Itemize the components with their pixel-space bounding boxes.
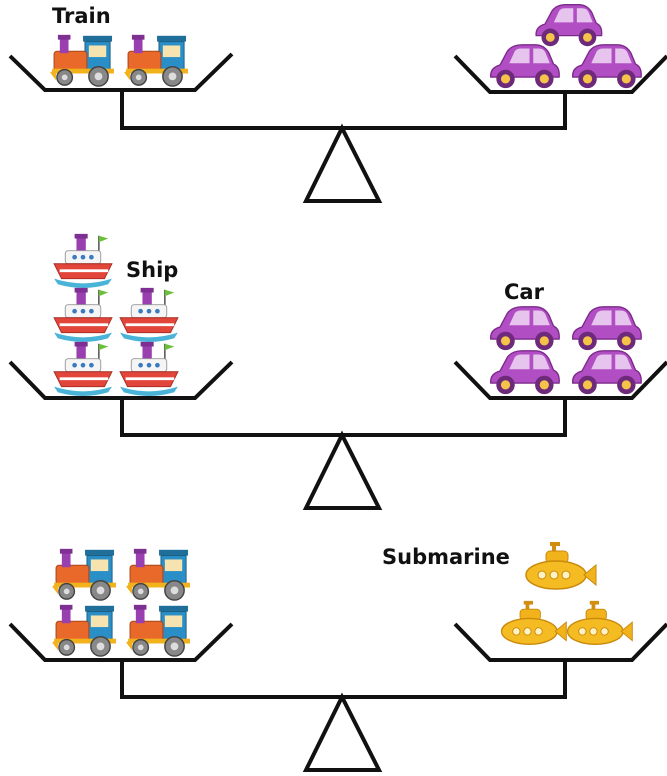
train-icon	[50, 34, 115, 87]
scale-3-beam	[8, 622, 667, 772]
ship-label: Ship	[126, 258, 179, 282]
ship-icon	[53, 233, 113, 288]
train-icon	[126, 548, 191, 601]
ship-icon	[119, 287, 179, 342]
car-icon	[535, 3, 603, 47]
car-icon	[571, 306, 642, 351]
ship-icon	[53, 341, 113, 396]
car-icon	[489, 306, 560, 351]
train-icon	[124, 34, 189, 87]
car-icon	[489, 44, 560, 89]
submarine-icon	[525, 541, 597, 590]
train-icon	[52, 548, 117, 601]
scale-1	[8, 3, 667, 203]
train-icon	[52, 604, 117, 657]
train-icon	[126, 604, 191, 657]
scale-2	[8, 233, 667, 510]
submarine-label: Submarine	[382, 545, 510, 569]
car-icon	[571, 44, 642, 89]
ship-icon	[119, 341, 179, 396]
train-label: Train	[52, 4, 111, 28]
car-label: Car	[504, 280, 544, 304]
ship-icon	[53, 287, 113, 342]
submarine-icon	[500, 600, 568, 646]
scale-3	[8, 541, 667, 772]
submarine-icon	[566, 600, 634, 646]
car-icon	[489, 350, 560, 395]
car-icon	[571, 350, 642, 395]
scale-1-beam	[8, 52, 667, 203]
scale-2-beam	[8, 360, 667, 510]
